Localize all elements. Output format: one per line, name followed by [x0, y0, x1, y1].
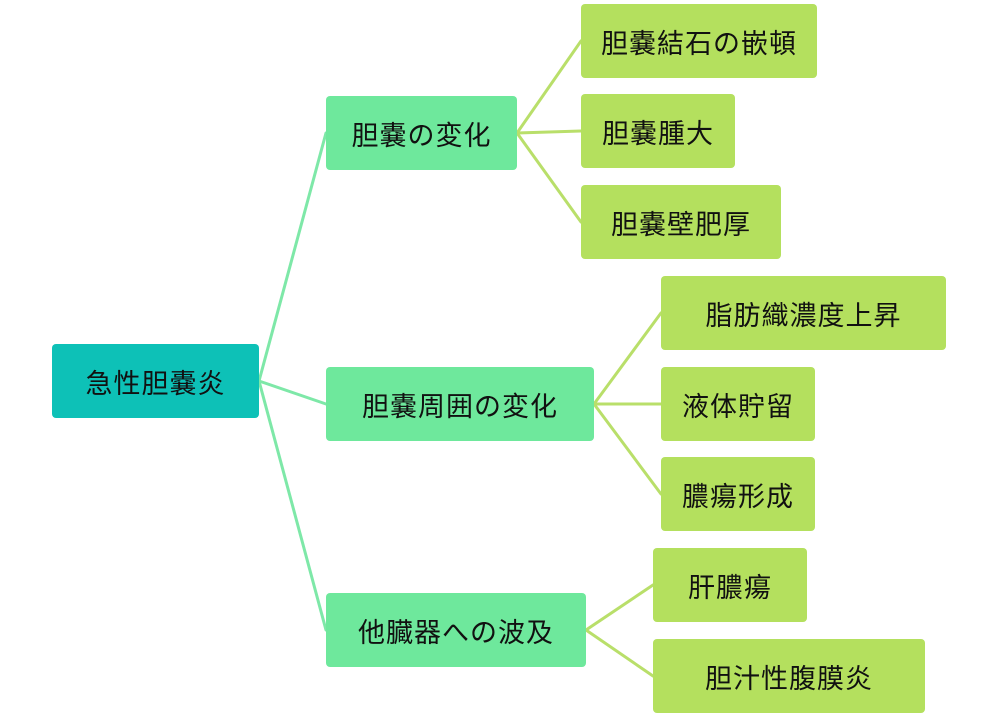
leaf-node-label: 液体貯留: [682, 391, 794, 423]
connector-root-to-category-1: [257, 131, 328, 383]
leaf-node-label: 胆嚢壁肥厚: [611, 209, 751, 241]
leaf-node-abscess-formation[interactable]: 膿瘍形成: [661, 457, 815, 531]
category-node-gallbladder-changes[interactable]: 胆嚢の変化: [326, 96, 517, 170]
category-node-spread-to-other-organs[interactable]: 他臓器への波及: [326, 593, 586, 667]
leaf-node-label: 脂肪織濃度上昇: [705, 300, 902, 332]
root-node-label: 急性胆嚢炎: [85, 368, 226, 400]
connector-root-to-category-3: [257, 379, 328, 632]
leaf-node-label: 胆嚢結石の嵌頓: [601, 28, 797, 60]
category-node-label: 他臓器への波及: [358, 617, 554, 649]
leaf-node-fluid-collection[interactable]: 液体貯留: [661, 367, 815, 441]
connector-root-to-category-2: [257, 379, 328, 406]
root-node[interactable]: 急性胆嚢炎: [52, 344, 259, 418]
connector-category-3-to-item-2: [584, 628, 655, 678]
leaf-node-liver-abscess[interactable]: 肝膿瘍: [653, 548, 807, 622]
leaf-node-label: 胆嚢腫大: [602, 118, 714, 150]
connector-category-2-to-item-3: [592, 402, 663, 496]
leaf-node-label: 胆汁性腹膜炎: [705, 663, 873, 695]
leaf-node-gallbladder-enlargement[interactable]: 胆嚢腫大: [581, 94, 735, 168]
connector-category-1-to-item-3: [515, 131, 583, 224]
leaf-node-gallstone-impaction[interactable]: 胆嚢結石の嵌頓: [581, 4, 817, 78]
category-node-pericholecystic-changes[interactable]: 胆嚢周囲の変化: [326, 367, 594, 441]
category-node-label: 胆嚢周囲の変化: [362, 391, 558, 423]
leaf-node-label: 膿瘍形成: [682, 481, 794, 513]
leaf-node-wall-thickening[interactable]: 胆嚢壁肥厚: [581, 185, 781, 259]
leaf-node-bile-peritonitis[interactable]: 胆汁性腹膜炎: [653, 639, 925, 713]
leaf-node-fat-stranding[interactable]: 脂肪織濃度上昇: [661, 276, 946, 350]
connector-category-3-to-item-1: [584, 583, 655, 632]
connector-category-2-to-item-1: [592, 311, 663, 406]
category-node-label: 胆嚢の変化: [351, 120, 492, 152]
connector-category-1-to-item-2: [515, 129, 583, 135]
connector-category-1-to-item-1: [515, 39, 583, 135]
leaf-node-label: 肝膿瘍: [688, 572, 772, 604]
